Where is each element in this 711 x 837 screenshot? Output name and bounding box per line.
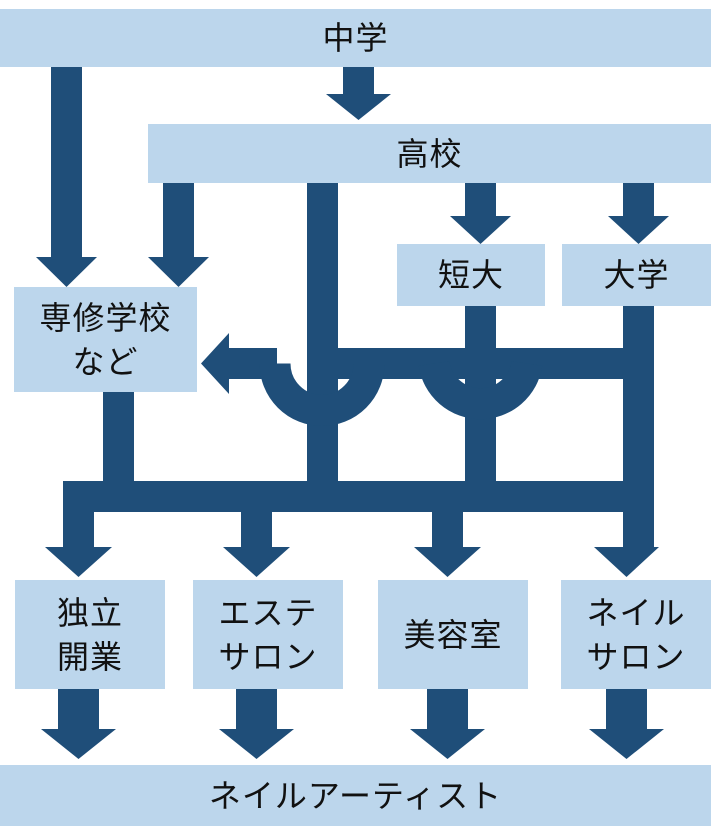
hop-arc-right xyxy=(418,360,543,420)
arrow-esthetic-to-artist-shaft xyxy=(236,689,277,729)
node-vocational-school: 専修学校 など xyxy=(14,287,197,392)
arrow-hs-to-jc-head xyxy=(450,216,511,244)
career-bus xyxy=(63,481,654,512)
arrow-hs-to-univ-head xyxy=(608,216,669,244)
node-nail-artist: ネイルアーティスト xyxy=(0,765,711,826)
hs-vertical-line xyxy=(307,183,338,498)
arrow-to-esthetic-shaft xyxy=(241,512,272,547)
arrow-jhs-to-vocational-head xyxy=(36,257,97,287)
arrow-to-independent-head xyxy=(45,547,112,577)
node-nail-salon: ネイル サロン xyxy=(561,580,711,689)
arrow-beauty-to-artist-head xyxy=(410,729,485,759)
node-nail-salon-label: ネイル サロン xyxy=(586,593,686,676)
node-nail-artist-label: ネイルアーティスト xyxy=(208,776,503,815)
arrow-esthetic-to-artist-head xyxy=(219,729,294,759)
arrow-to-independent-shaft xyxy=(63,512,94,547)
node-junior-college: 短大 xyxy=(397,244,545,306)
vocational-vertical-line xyxy=(103,392,134,498)
arrow-to-nail-salon-head xyxy=(594,547,659,577)
arrow-to-beauty-shaft xyxy=(432,512,463,547)
arrow-nail-salon-to-artist-head xyxy=(589,729,664,759)
arrow-hs-to-vocational-head xyxy=(148,257,209,287)
return-arrow-head xyxy=(201,333,229,394)
arrow-jhs-to-hs-head xyxy=(326,94,391,120)
node-independent-label: 独立 開業 xyxy=(56,593,123,676)
arrow-to-beauty-head xyxy=(414,547,481,577)
arrow-to-esthetic-head xyxy=(223,547,290,577)
arrow-to-nail-salon-shaft xyxy=(623,512,654,547)
node-university-label: 大学 xyxy=(603,256,670,294)
node-high-school-label: 高校 xyxy=(396,134,463,173)
node-beauty-salon: 美容室 xyxy=(378,580,528,689)
arrow-hs-to-univ-shaft xyxy=(623,183,654,216)
node-junior-high-label: 中学 xyxy=(322,19,389,57)
node-esthetic-salon: エステ サロン xyxy=(193,580,343,689)
arrow-hs-to-vocational-shaft xyxy=(163,183,194,257)
node-university: 大学 xyxy=(562,244,711,306)
arrow-independent-to-artist-shaft xyxy=(58,689,99,729)
node-vocational-school-label: 専修学校 など xyxy=(39,298,172,381)
arrow-independent-to-artist-head xyxy=(41,729,116,759)
arrow-nail-salon-to-artist-shaft xyxy=(606,689,647,729)
hop-arc-left xyxy=(259,362,385,426)
node-independent: 独立 開業 xyxy=(15,580,165,689)
arrow-jhs-to-vocational-shaft xyxy=(51,67,82,257)
node-beauty-salon-label: 美容室 xyxy=(403,615,503,654)
node-esthetic-salon-label: エステ サロン xyxy=(218,593,318,676)
node-junior-high: 中学 xyxy=(0,9,711,67)
arrow-hs-to-jc-shaft xyxy=(465,183,496,216)
node-junior-college-label: 短大 xyxy=(437,256,504,294)
univ-vertical-line xyxy=(623,306,654,498)
node-high-school: 高校 xyxy=(148,124,711,183)
arrow-jhs-to-hs-shaft xyxy=(343,67,374,94)
arrow-beauty-to-artist-shaft xyxy=(427,689,468,729)
